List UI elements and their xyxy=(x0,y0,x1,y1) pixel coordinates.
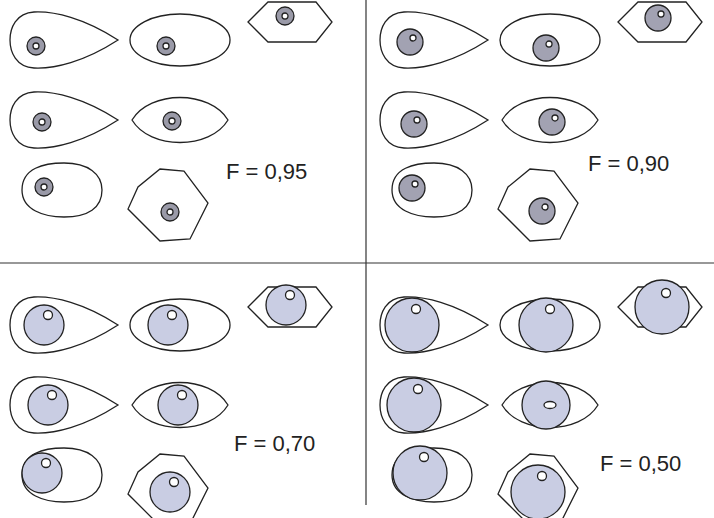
factor-label: F = 0,95 xyxy=(226,160,307,184)
factor-label: F = 0,90 xyxy=(588,152,669,176)
factor-label: F = 0,50 xyxy=(600,452,681,476)
factor-label: F = 0,70 xyxy=(234,432,315,456)
